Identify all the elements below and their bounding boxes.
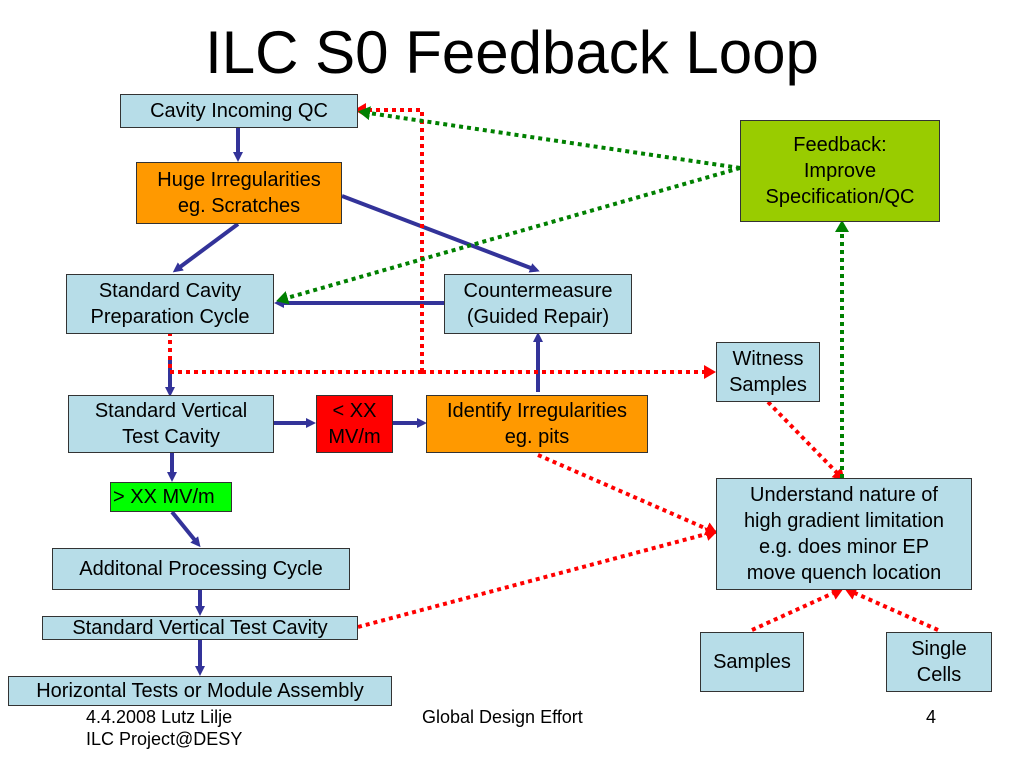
footer-project: ILC Project@DESY bbox=[86, 729, 243, 749]
node-additional-processing: Additonal Processing Cycle bbox=[52, 548, 350, 590]
arrow-huge-to-countermeasure bbox=[341, 194, 540, 273]
footer-center: Global Design Effort bbox=[422, 707, 583, 727]
dotted-singlecells-to-understand bbox=[844, 586, 939, 632]
node-cavity-incoming-qc: Cavity Incoming QC bbox=[120, 94, 358, 128]
node-less-xx-mvm: < XX MV/m bbox=[316, 395, 393, 453]
arrow-greaterxx-to-additional bbox=[170, 510, 201, 548]
node-single-cells: Single Cells bbox=[886, 632, 992, 692]
node-countermeasure: Countermeasure (Guided Repair) bbox=[444, 274, 632, 334]
node-standard-cavity-preparation: Standard Cavity Preparation Cycle bbox=[66, 274, 274, 334]
node-huge-irregularities: Huge Irregularities eg. Scratches bbox=[136, 162, 342, 224]
node-standard-vertical-test: Standard Vertical Test Cavity bbox=[68, 395, 274, 453]
footer-date-author: 4.4.2008 Lutz Lilje bbox=[86, 707, 233, 727]
dotted-feedback-to-qc-green bbox=[358, 106, 741, 170]
node-identify-irregularities: Identify Irregularities eg. pits bbox=[426, 395, 648, 453]
node-samples: Samples bbox=[700, 632, 804, 692]
node-witness-samples: Witness Samples bbox=[716, 342, 820, 402]
dotted-identify-to-understand bbox=[537, 453, 718, 536]
dotted-feedback-to-qc bbox=[354, 103, 424, 372]
footer-author: 4.4.2008 Lutz Lilje ILC Project@DESY bbox=[86, 706, 242, 750]
slide-title: ILC S0 Feedback Loop bbox=[205, 19, 819, 86]
dotted-samples-to-understand bbox=[751, 586, 844, 632]
node-horizontal-tests: Horizontal Tests or Module Assembly bbox=[8, 676, 392, 706]
node-feedback: Feedback: Improve Specification/QC bbox=[740, 120, 940, 222]
node-greater-xx-mvm: > XX MV/m bbox=[110, 482, 232, 512]
node-understand-nature: Understand nature of high gradient limit… bbox=[716, 478, 972, 590]
footer-page-number: 4 bbox=[926, 707, 937, 727]
node-standard-vertical-test-2: Standard Vertical Test Cavity bbox=[42, 616, 358, 640]
arrow-huge-to-prep bbox=[172, 222, 240, 273]
dotted-witness-to-understand bbox=[766, 400, 845, 481]
dotted-vertical2-to-understand bbox=[357, 527, 718, 629]
